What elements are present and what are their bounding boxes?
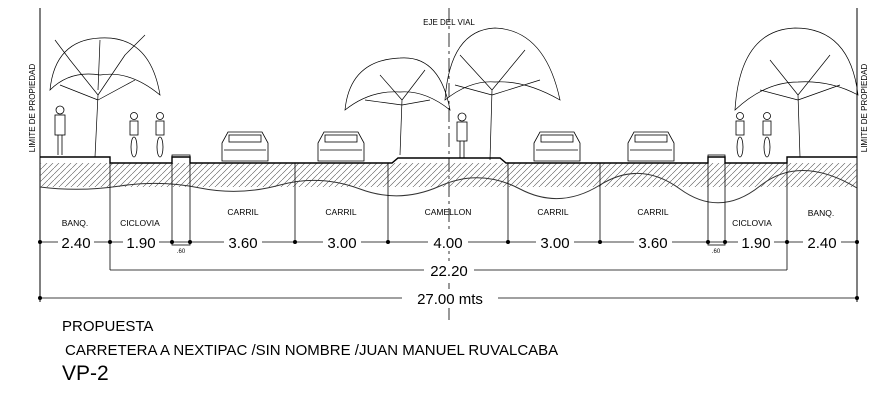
car-figure (221, 131, 269, 162)
property-limit-label-right: LIMITE DE PROPIEDAD (860, 64, 869, 153)
section-name: CICLOVIA (732, 218, 772, 228)
road-cross-section-drawing: EJE DEL VIAL LIMITE DE PROPIEDAD LIMITE … (28, 8, 869, 320)
tree (444, 27, 561, 161)
section-name: CARRIL (637, 207, 668, 217)
pedestrian-figure (54, 105, 66, 155)
section-width: .60 (712, 249, 721, 255)
edge-post (707, 154, 726, 246)
section-width: 3.00 (540, 235, 569, 252)
section-name: CARRIL (227, 207, 258, 217)
tree (734, 27, 859, 158)
pedestrian-figure (456, 112, 468, 158)
title-block: PROPUESTA CARRETERA A NEXTIPAC /SIN NOMB… (62, 318, 558, 386)
subtotal-width: 22.20 (430, 263, 468, 280)
section-width: 3.00 (327, 235, 356, 252)
road-axis-label: EJE DEL VIAL (423, 18, 475, 27)
total-width: 27.00 mts (417, 291, 483, 308)
title-road-name: CARRETERA A NEXTIPAC /SIN NOMBRE /JUAN M… (65, 342, 559, 359)
car-figure (533, 131, 581, 162)
section-width: 2.40 (807, 235, 836, 252)
car-figure (317, 131, 365, 162)
title-proposal: PROPUESTA (62, 318, 154, 335)
car-figure (627, 131, 675, 162)
section-width: .60 (177, 249, 186, 255)
section-name: CAMELLON (425, 207, 472, 217)
section-width: 3.60 (228, 235, 257, 252)
tree (49, 34, 161, 158)
section-width: 3.60 (638, 235, 667, 252)
property-limit-label-left: LIMITE DE PROPIEDAD (28, 64, 37, 153)
section-name: CARRIL (325, 207, 356, 217)
section-name: CICLOVIA (120, 218, 160, 228)
section-width: 1.90 (126, 235, 155, 252)
section-name: BANQ. (808, 208, 834, 218)
section-name: BANQ. (62, 218, 88, 228)
tree (344, 57, 451, 156)
section-name: CARRIL (537, 207, 568, 217)
cyclist-figure (735, 112, 772, 158)
section-width: 4.00 (433, 235, 462, 252)
dimension-ticks (38, 240, 859, 244)
section-width: 2.40 (61, 235, 90, 252)
cyclist-figure (129, 112, 165, 158)
road-surface-profile (40, 156, 857, 164)
section-width: 1.90 (741, 235, 770, 252)
edge-post (171, 154, 191, 246)
title-section-code: VP-2 (62, 362, 109, 385)
